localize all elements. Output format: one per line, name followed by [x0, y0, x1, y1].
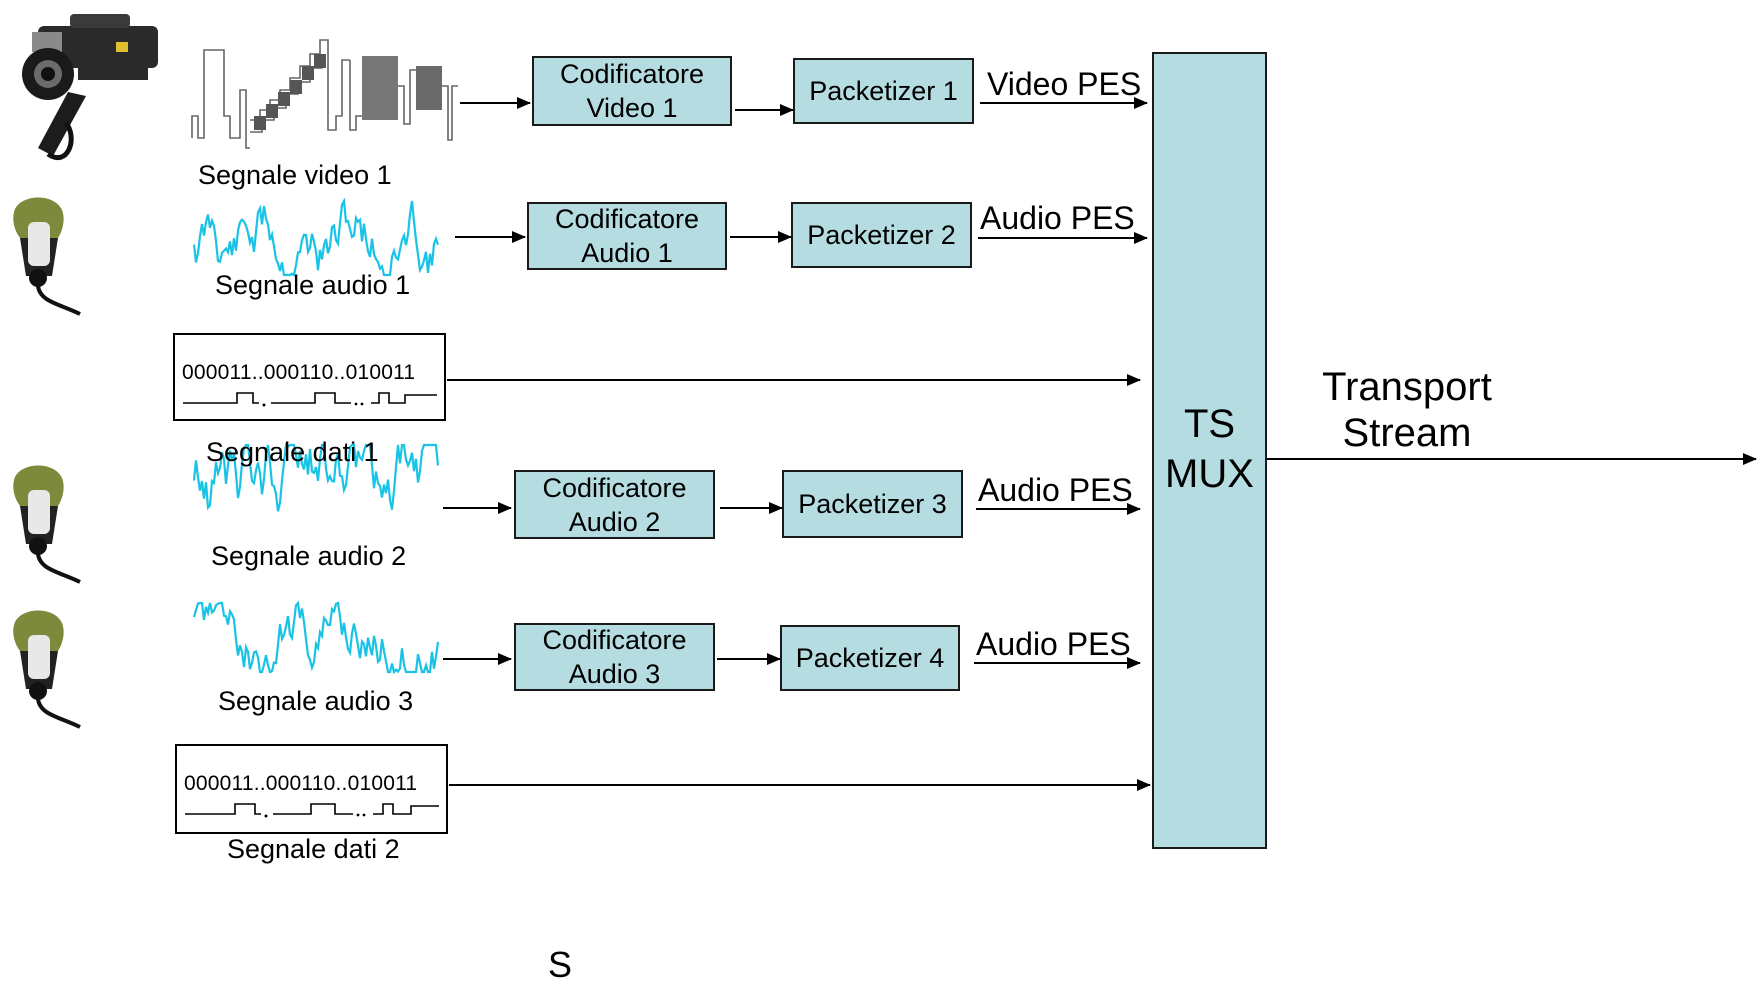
- data-signal-box: 000011..000110..010011: [175, 744, 448, 834]
- packetizer-label: Packetizer 3: [798, 489, 947, 519]
- cropped-text-fragment: S: [548, 944, 573, 985]
- data-signal-box: 000011..000110..010011: [173, 333, 446, 421]
- packetizer-label: Packetizer 2: [807, 220, 956, 250]
- data-pulse-trace: [183, 392, 437, 407]
- audio-waveform: [192, 600, 440, 675]
- audio-waveform-trace: [192, 198, 440, 277]
- encoder-title: Codificatore: [542, 625, 687, 655]
- signal-label-audio-1: Segnale audio 1: [215, 270, 411, 300]
- encoder-channel: Video 1: [586, 93, 678, 123]
- output-label-line-1: Transport: [1322, 365, 1492, 409]
- ts-mux-block: TS MUX: [1152, 52, 1267, 849]
- packetizer-2: Packetizer 2: [791, 202, 972, 268]
- audio-waveform: [192, 442, 440, 512]
- transport-stream-label: Transport Stream: [1295, 364, 1519, 456]
- microphone-icon: [13, 465, 81, 584]
- data-pulse-trace: [185, 803, 439, 818]
- packetizer-4: Packetizer 4: [780, 625, 960, 691]
- output-label-line-2: Stream: [1342, 411, 1472, 455]
- encoder-title: Codificatore: [559, 59, 705, 89]
- pes-label-audio-1: Audio PES: [980, 200, 1135, 236]
- microphone-icon: [13, 610, 81, 729]
- audio-waveform-trace: [192, 600, 440, 675]
- data-bits: 000011..000110..010011: [184, 772, 418, 795]
- encoder-title: Codificatore: [542, 472, 687, 503]
- audio-waveform-trace: [192, 442, 440, 512]
- encoder-channel: Audio 1: [581, 238, 673, 268]
- signal-label-audio-3: Segnale audio 3: [218, 686, 414, 716]
- microphone-icon: [13, 197, 81, 316]
- signal-label-audio-2: Segnale audio 2: [211, 541, 407, 571]
- video-signal-waveform: [191, 39, 458, 149]
- signal-label-data-2: Segnale dati 2: [227, 834, 400, 864]
- video-camera-icon: [22, 14, 158, 160]
- audio-waveform: [192, 198, 440, 277]
- packetizer-1: Packetizer 1: [793, 58, 974, 124]
- pes-label-video: Video PES: [987, 66, 1142, 102]
- data-bits: 000011..000110..010011: [182, 361, 416, 384]
- mux-label-line-1: TS: [1183, 402, 1236, 446]
- signal-label-data-1: Segnale dati 1: [206, 437, 379, 467]
- mux-label-line-2: MUX: [1165, 452, 1254, 496]
- packetizer-label: Packetizer 1: [809, 76, 958, 106]
- pes-label-audio-3: Audio PES: [976, 626, 1131, 662]
- encoder-channel: Audio 2: [568, 506, 661, 537]
- packetizer-3: Packetizer 3: [782, 470, 963, 538]
- encoder-title: Codificatore: [554, 204, 700, 234]
- signal-label-video-1: Segnale video 1: [198, 160, 392, 190]
- encoder-channel: Audio 3: [568, 659, 661, 689]
- pes-label-audio-2: Audio PES: [978, 472, 1133, 508]
- packetizer-label: Packetizer 4: [795, 643, 945, 673]
